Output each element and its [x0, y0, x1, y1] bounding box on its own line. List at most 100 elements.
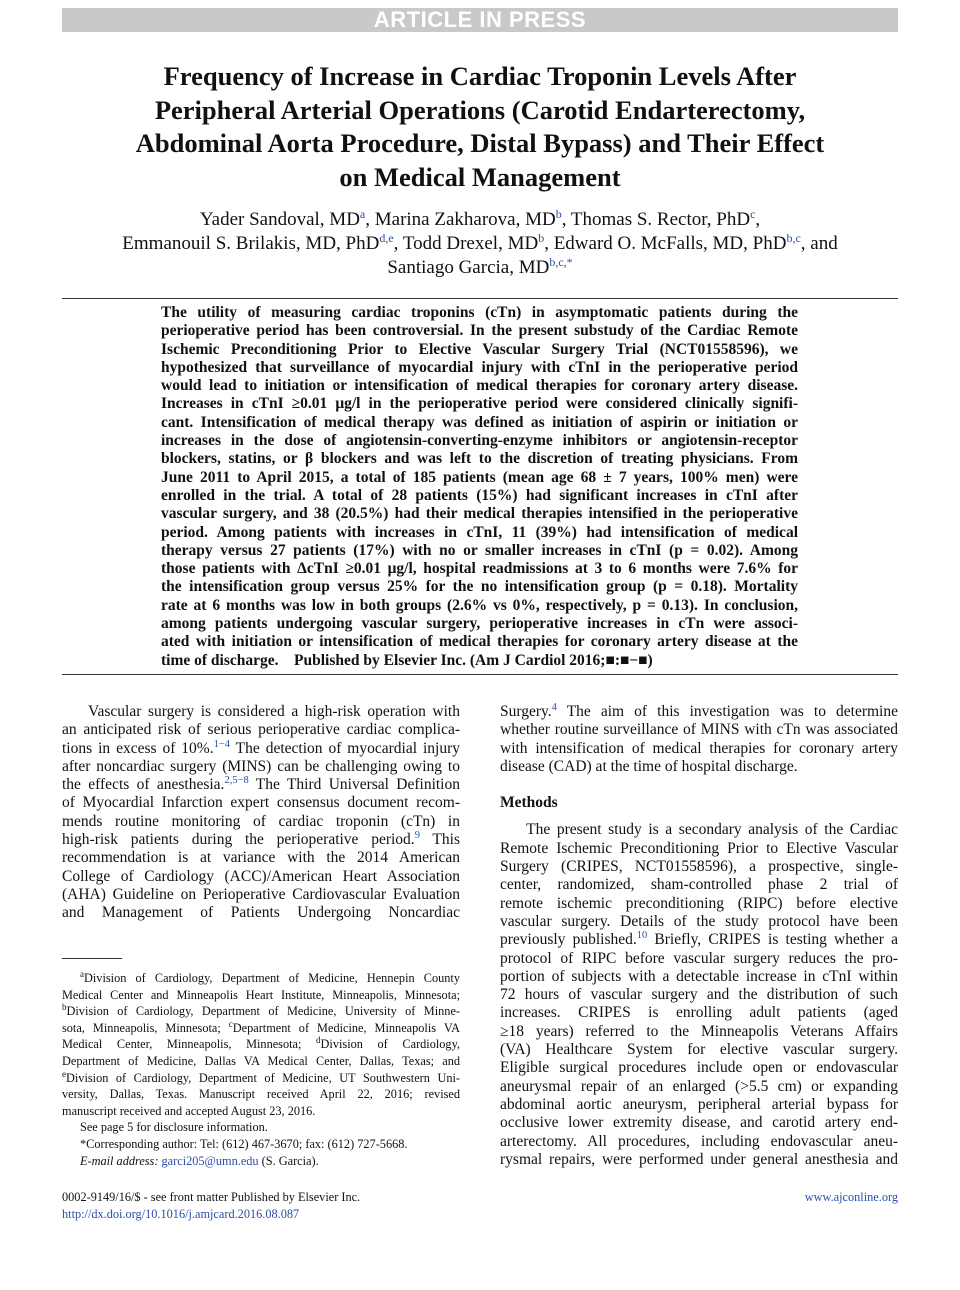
text-segment: This [419, 831, 460, 849]
text-segment: with intensification of medical therapie… [500, 739, 898, 757]
text-segment: Remote Ischemic Preconditioning Prior to… [500, 839, 898, 857]
affiliation-marker: b [62, 1002, 67, 1013]
text-segment: Surgery. [500, 703, 552, 720]
text-segment: Surgery (CRIPES, NCT01558596), a prospec… [500, 858, 898, 876]
text-line: recommendation is at variance with the 2… [62, 849, 460, 867]
text-line: of Myocardial Infarction expert consensu… [62, 794, 460, 812]
footnote-line: Medical Center and Minneapolis Heart Ins… [62, 987, 460, 1004]
text-line: previously published.10 Briefly, CRIPES … [500, 931, 898, 949]
abstract-line: rate at 6 months was low in both groups … [161, 596, 798, 614]
text-line: mends routine monitoring of cardiac trop… [62, 813, 460, 831]
footnote-line: bDivision of Cardiology, Department of M… [62, 1003, 460, 1020]
abstract-line: therapy versus 27 patients (17%) with no… [161, 541, 798, 559]
text-segment: previously published. [500, 931, 637, 949]
footnote-text: versity, Dallas, Texas. Manuscript recei… [62, 1087, 460, 1102]
author-affiliation-link[interactable]: d,e [379, 231, 394, 245]
affiliation-marker: a [80, 969, 84, 979]
abstract-bottom-rule [62, 674, 898, 675]
author-affiliation-link[interactable]: b,c [786, 231, 801, 245]
abstract-line: period. Among patients with increases in… [161, 523, 798, 541]
text-line: and Management of Patients Undergoing No… [62, 904, 460, 922]
text-segment: an anticipated risk of serious periopera… [62, 721, 460, 739]
text-line: after noncardiac surgery (MINS) can be c… [62, 758, 460, 776]
abstract-line: Increases in cTnI ≥0.01 μg/l in the peri… [161, 395, 798, 413]
text-line: College of Cardiology (ACC)/American Hea… [62, 868, 460, 886]
text-segment: The aim of this investigation was to det… [556, 703, 898, 720]
abstract-line: those patients with ΔcTnI ≥0.01 μg/l, ho… [161, 560, 798, 578]
abstract-line: enrolled in the trial. A total of 28 pat… [161, 486, 798, 504]
footnote-text: Division of Cardiology, Department of Me… [66, 1070, 460, 1085]
disclosure-note: See page 5 for disclosure information. [80, 1120, 268, 1135]
text-segment: aneurysmal repair of an enlarged (>5.5 c… [500, 1077, 898, 1095]
abstract-line: would lead to initiation or intensificat… [161, 377, 798, 395]
text-segment: whether routine surveillance of MINS wit… [500, 721, 898, 739]
abstract-line: blockers, statins, or β blockers and was… [161, 450, 798, 468]
footnotes: aDivision of Cardiology, Department of M… [62, 970, 460, 1169]
abstract-line: The utility of measuring cardiac troponi… [161, 304, 798, 321]
footnote-text: Division of Cardiology, Department of Me… [84, 971, 460, 985]
body-right-column: Surgery.4 The aim of this investigation … [500, 702, 898, 1169]
footnote-text: Division of Cardiology, [320, 1037, 461, 1052]
footnote-line: Department of Medicine, Dallas VA Medica… [62, 1053, 460, 1070]
text-line: whether routine surveillance of MINS wit… [500, 721, 898, 739]
text-line: abdominal aortic aneurysm, peripheral ar… [500, 1096, 898, 1114]
affiliation-marker: d [316, 1035, 321, 1046]
author-affiliation-link[interactable]: b [538, 231, 545, 245]
citation-link[interactable]: 9 [414, 830, 420, 842]
footnote-text: Department of Medicine, Dallas VA Medica… [62, 1053, 460, 1068]
text-line: arterectomy. All procedures, including e… [500, 1133, 898, 1151]
text-line: Surgery.4 The aim of this investigation … [500, 702, 898, 721]
text-line: remote ischemic preconditioning (RIPC) b… [500, 895, 898, 913]
text-segment: center, randomized, sham-controlled phas… [500, 876, 898, 894]
issn-line: 0002-9149/16/$ - see front matter Publis… [62, 1190, 361, 1204]
abstract-line: time of discharge. Published by Elsevier… [161, 651, 653, 669]
abstract-line: the intensification group versus 25% for… [161, 578, 798, 596]
author-affiliation-link[interactable]: c [750, 207, 756, 221]
text-segment: recommendation is at variance with the 2… [62, 849, 460, 867]
citation-link[interactable]: 1−4 [213, 738, 231, 750]
article-in-press-banner: ARTICLE IN PRESS [62, 8, 898, 32]
author-name: Thomas S. Rector, PhD [570, 209, 751, 230]
text-line: aneurysmal repair of an enlarged (>5.5 c… [500, 1078, 898, 1096]
footnote-line: versity, Dallas, Texas. Manuscript recei… [62, 1086, 460, 1103]
footnote-text: Department of Medicine, Minneapolis VA [232, 1020, 460, 1035]
text-segment: College of Cardiology (ACC)/American Hea… [62, 867, 460, 885]
email-link[interactable]: garci205@umn.edu [161, 1153, 259, 1168]
text-line: protocol of RIPC before vascular surgery… [500, 950, 898, 968]
abstract-top-rule [62, 298, 898, 299]
text-line: occlusive lower extremity disease, and c… [500, 1114, 898, 1132]
text-segment: The present study is a secondary analysi… [500, 821, 898, 839]
title-line: on Medical Management [339, 162, 621, 193]
doi-link[interactable]: http://dx.doi.org/10.1016/j.amjcard.2016… [62, 1207, 300, 1221]
title-line: Frequency of Increase in Cardiac Troponi… [163, 61, 797, 91]
footnote-rule [62, 958, 122, 959]
text-line: the effects of anesthesia.2,5−8 The Thir… [62, 775, 460, 794]
text-line: rysmal repairs, were performed under gen… [500, 1151, 898, 1169]
citation-link[interactable]: 2,5−8 [224, 775, 249, 787]
abstract-line: increases in the dose of angiotensin-con… [161, 432, 798, 450]
author-name: Yader Sandoval, MD [199, 209, 360, 230]
journal-website-link[interactable]: www.ajconline.org [804, 1190, 898, 1204]
citation-link[interactable]: 4 [551, 702, 557, 713]
affiliation-marker: c [228, 1018, 233, 1029]
author-affiliation-link[interactable]: b,c,* [549, 255, 573, 269]
text-line: The present study is a secondary analysi… [500, 821, 898, 839]
footnote-line: sota, Minneapolis, Minnesota; cDepartmen… [62, 1018, 460, 1037]
text-segment: high-risk patients during the perioperat… [62, 831, 415, 849]
footnote-line: Medical Center, Minneapolis, Minnesota; … [62, 1036, 460, 1053]
footnote-text: Medical Center and Minneapolis Heart Ins… [62, 987, 460, 1002]
text-line: ≥18 years) referred to the Minneapolis V… [500, 1023, 898, 1041]
title-line: Peripheral Arterial Operations (Carotid … [154, 94, 806, 125]
author-name: Santiago Garcia, MD [387, 257, 550, 278]
text-segment: of Myocardial Infarction expert consensu… [62, 794, 460, 812]
text-line: with intensification of medical therapie… [500, 740, 898, 758]
text-line: 72 hours of vascular surgery and the dis… [500, 986, 898, 1004]
author-conjunction: and [810, 233, 838, 254]
text-segment: tions in excess of 10%. [62, 739, 214, 757]
text-segment: after noncardiac surgery (MINS) can be c… [62, 757, 460, 775]
author-affiliation-link[interactable]: a [359, 207, 366, 221]
text-segment: disease (CAD) at the time of hospital di… [500, 757, 798, 775]
citation-link[interactable]: 10 [636, 930, 648, 942]
author-affiliation-link[interactable]: b [555, 207, 562, 221]
text-segment: arterectomy. All procedures, including e… [500, 1132, 898, 1150]
